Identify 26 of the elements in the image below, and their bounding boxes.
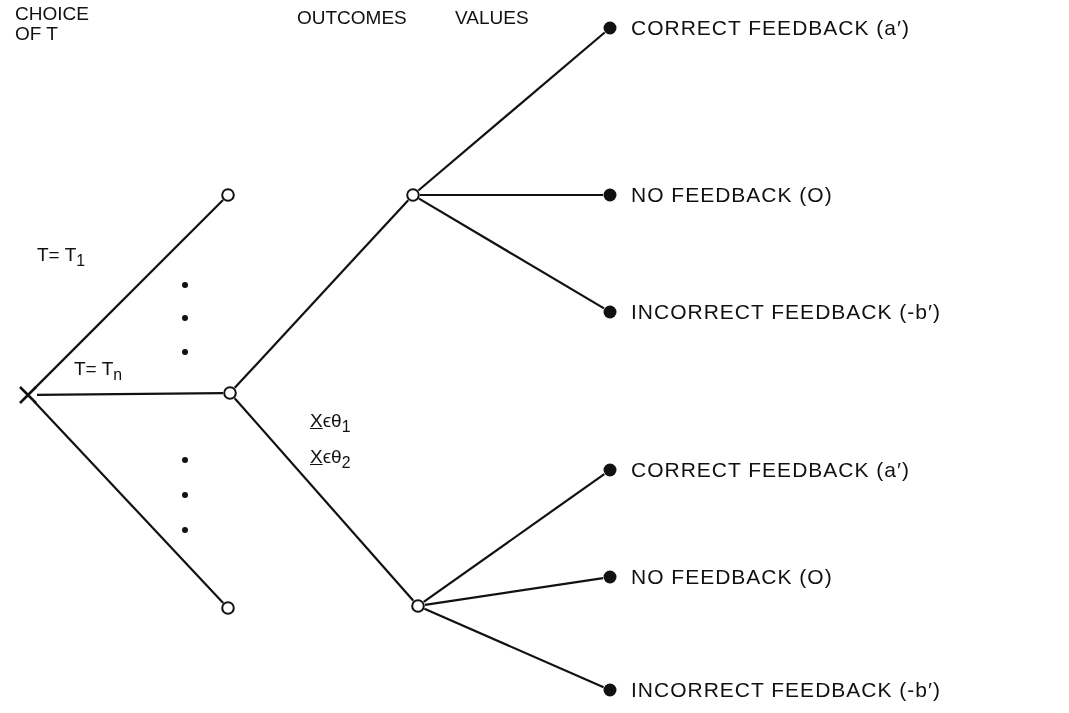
branch-line (418, 197, 605, 310)
outcome-value-text: NO FEEDBACK (O) (631, 565, 833, 589)
cross-mark (19, 386, 37, 404)
branch-line (423, 473, 605, 603)
branch-line (33, 400, 224, 604)
open-circle (221, 601, 235, 615)
branch-line (423, 607, 605, 689)
column-heading: CHOICE OF T (15, 4, 90, 44)
outcome-value-text: CORRECT FEEDBACK (a′) (631, 16, 910, 40)
outcome-value-text: CORRECT FEEDBACK (a′) (631, 458, 910, 482)
branch-line (37, 391, 223, 396)
column-heading: OUTCOMES (297, 8, 408, 28)
branch-line (33, 199, 224, 390)
open-circle (411, 599, 425, 613)
branch-line (233, 397, 415, 602)
branch-line (424, 576, 604, 607)
open-circle (223, 386, 237, 400)
open-circle (221, 188, 235, 202)
branch-line (420, 193, 603, 197)
open-circle (406, 188, 420, 202)
branch-line (417, 31, 606, 192)
branch-line (233, 199, 410, 389)
outcome-value-text: INCORRECT FEEDBACK (-b′) (631, 300, 941, 324)
outcome-value-text: NO FEEDBACK (O) (631, 183, 833, 207)
column-heading: VALUES (455, 8, 530, 28)
outcome-value-text: INCORRECT FEEDBACK (-b′) (631, 678, 941, 702)
